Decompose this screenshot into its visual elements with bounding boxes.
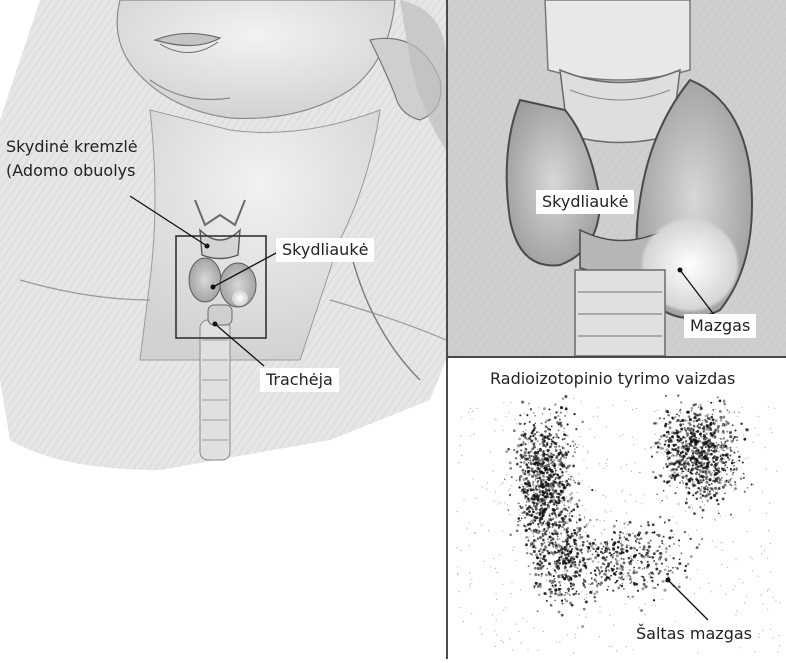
cold-nodule-label: Šaltas mazgas bbox=[630, 622, 758, 646]
cartilage-label-line2: (Adomo obuolys bbox=[6, 161, 135, 181]
trachea-label: Trachėja bbox=[260, 368, 339, 392]
scan-image bbox=[456, 394, 780, 653]
scan-title: Radioizotopinio tyrimo vaizdas bbox=[490, 369, 735, 389]
thyroid-label-right: Skydliaukė bbox=[536, 190, 634, 214]
nodule-label: Mazgas bbox=[684, 314, 756, 338]
cartilage-label-line1: Skydinė kremzlė bbox=[6, 137, 138, 157]
thyroid-label-left: Skydliaukė bbox=[276, 238, 374, 262]
neck-illustration bbox=[0, 0, 446, 470]
thyroid-closeup bbox=[448, 0, 786, 356]
